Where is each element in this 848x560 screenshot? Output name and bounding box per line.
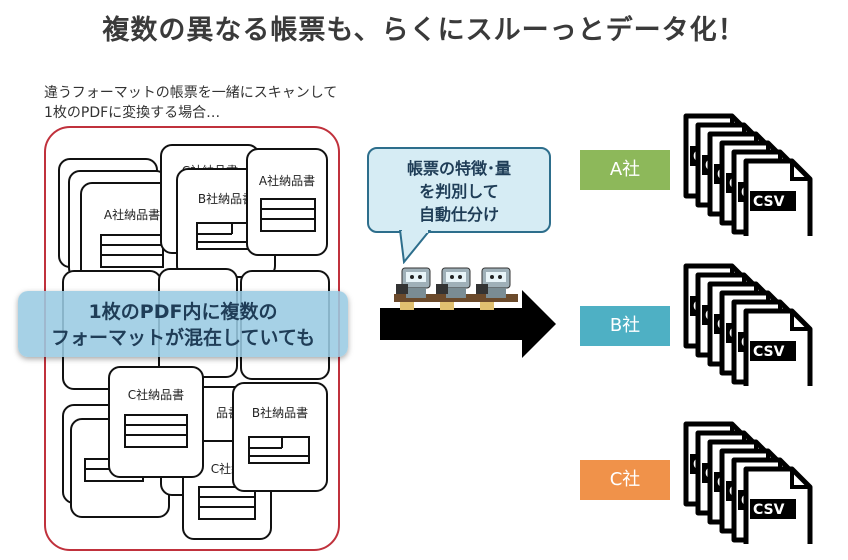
csv-file-icon: CSV [743,158,813,236]
banner-line-2: フォーマットが混在していても [51,327,315,349]
card-label: B社納品書 [251,406,309,420]
card-label: B社納品書 [197,192,255,206]
csv-file-stack-icon: CCCCCCSV [683,113,813,236]
form-lines-icon [124,414,188,448]
csv-file-icon: CSV [743,308,813,386]
csv-label: CSV [753,344,785,360]
card-label: C社納品書 [127,388,185,402]
company-badge-a: A社 [580,150,670,190]
process-arrow [380,290,556,358]
intro-line-2: 1枚のPDFに変換する場合… [44,105,221,121]
csv-label: CSV [753,194,785,210]
company-badge-b: B社 [580,306,670,346]
csv-label: CSV [753,502,785,518]
form-card-a: A社納品書 [246,148,328,256]
form-card-c: C社納品書 [108,366,204,478]
page-title: 複数の異なる帳票も、らくにスルーっとデータ化！ [102,15,746,46]
card-label: A社納品書 [103,208,161,222]
callout-line-3: 自動仕分け [418,205,499,224]
robot-workers-icon [394,267,518,310]
form-card-b: B社納品書 [232,382,328,492]
form-lines-icon [100,234,164,268]
form-lines-icon [260,198,316,232]
callout-line-2: を判別して [419,182,499,201]
csv-file-stack-icon: CCCCCCSV [683,263,813,386]
csv-file-stack-icon: CCCCCCSV [683,421,813,544]
sorting-callout: 帳票の特徴･量 を判別して 自動仕分け [367,147,551,233]
callout-tail [398,230,432,264]
mixed-format-banner: 1枚のPDF内に複数の フォーマットが混在していても [18,291,348,357]
form-lines-icon [248,436,310,464]
form-lines-icon [198,486,256,520]
card-label: A社納品書 [258,174,316,188]
intro-line-1: 違うフォーマットの帳票を一緒にスキャンして [44,85,338,101]
callout-line-1: 帳票の特徴･量 [406,159,511,178]
banner-line-1: 1枚のPDF内に複数の [88,301,278,323]
company-badge-c: C社 [580,460,670,500]
csv-file-icon: CSV [743,466,813,544]
